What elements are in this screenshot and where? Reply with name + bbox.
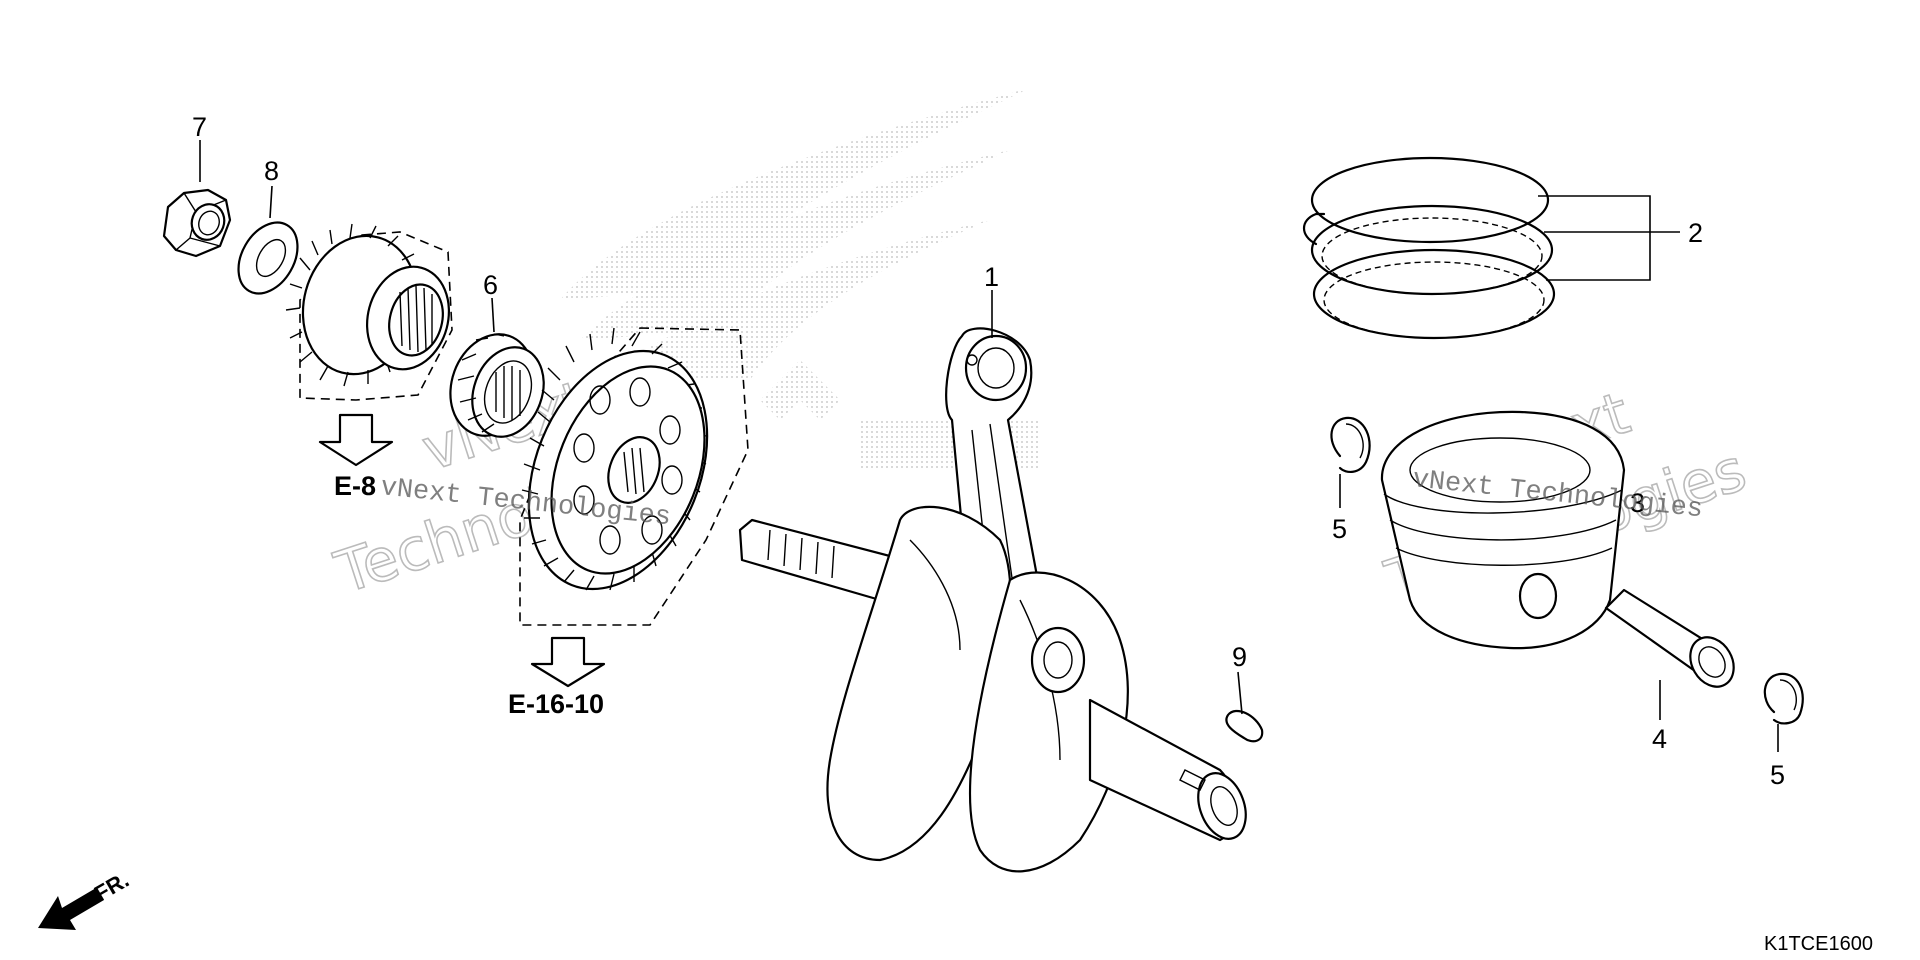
part-5-piston-pin-clip-right <box>1763 672 1804 725</box>
callout-8: 8 <box>264 156 279 186</box>
diagram-code: K1TCE1600 <box>1764 933 1873 955</box>
part-8-washer <box>237 221 299 295</box>
part-5-piston-pin-clip-left <box>1330 416 1371 474</box>
callout-5-right: 5 <box>1770 760 1785 790</box>
part-7-nut <box>162 188 232 258</box>
callout-7: 7 <box>192 112 207 142</box>
leader-lines <box>199 140 1779 752</box>
reference-arrow-e8 <box>318 413 394 467</box>
part-3-piston <box>1380 410 1626 650</box>
part-9-woodruff-key <box>1225 709 1264 743</box>
gear-assembly-e8 <box>285 223 453 401</box>
callout-6: 6 <box>483 270 498 300</box>
callout-9: 9 <box>1232 642 1247 672</box>
large-gear-assembly-e16 <box>519 327 749 626</box>
part-1-crankshaft <box>738 327 1247 873</box>
reference-label-e8: E-8 <box>334 471 376 501</box>
part-4-piston-pin <box>1604 588 1735 688</box>
part-6-needle-bearing <box>449 333 545 438</box>
front-direction-arrow-icon <box>38 888 104 930</box>
callout-4: 4 <box>1652 724 1667 754</box>
reference-arrow-e16 <box>530 636 606 688</box>
callout-1: 1 <box>984 262 999 292</box>
callout-5-left: 5 <box>1332 514 1347 544</box>
callout-3: 3 <box>1630 488 1645 518</box>
part-2-piston-ring-set <box>1302 156 1556 340</box>
brand-wing-logo-watermark <box>560 88 1040 470</box>
callout-2: 2 <box>1688 218 1703 248</box>
reference-label-e16: E-16-10 <box>508 689 604 719</box>
